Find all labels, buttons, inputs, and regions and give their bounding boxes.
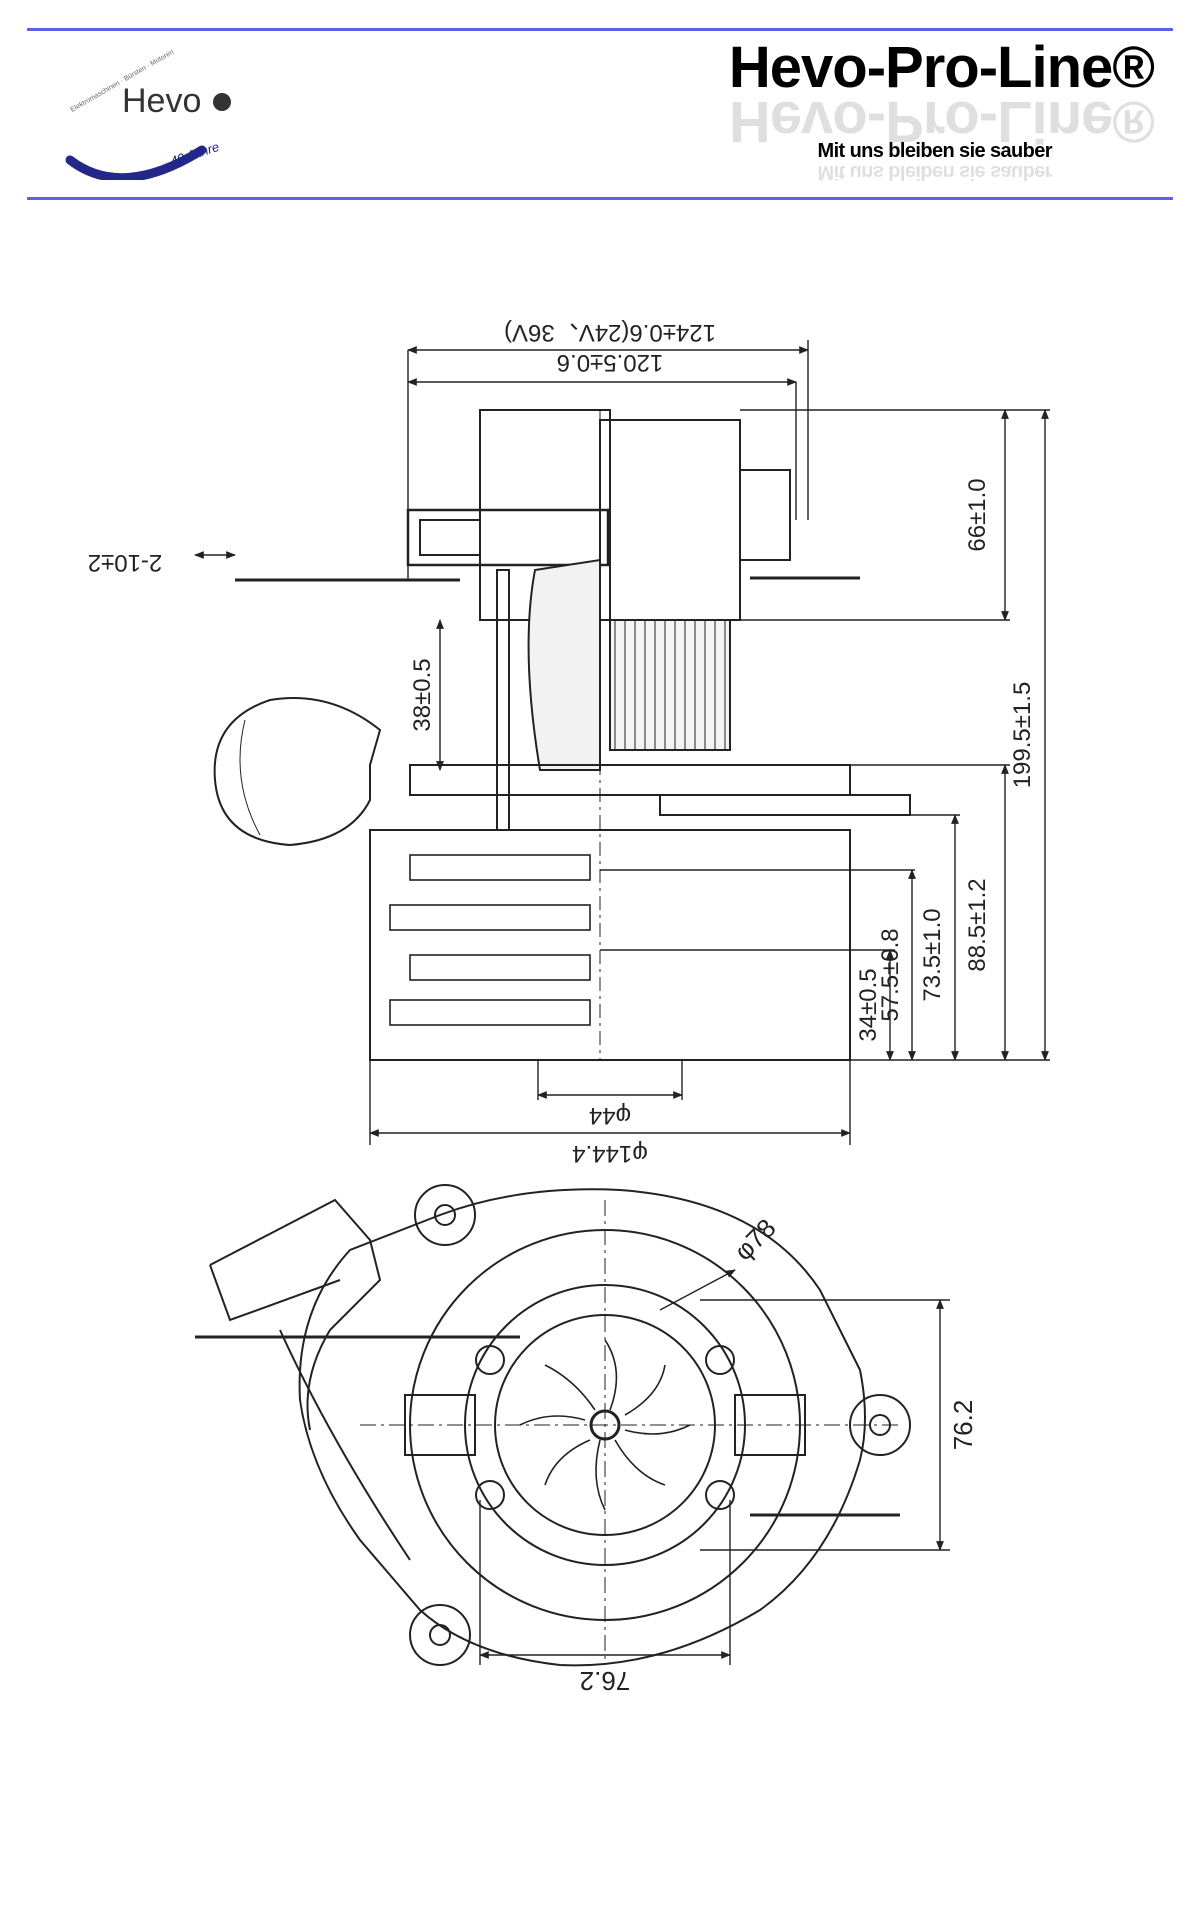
dim-dia-144: φ144.4 <box>572 1140 648 1167</box>
top-view <box>195 1184 950 1667</box>
dim-height-34: 34±0.5 <box>855 968 882 1041</box>
dim-width-76: 76.2 <box>580 1666 631 1696</box>
dim-height-73: 73.5±1.0 <box>919 908 946 1001</box>
hevo-logo: Hevo Elektromaschinen · Bürsten · Motore… <box>65 50 231 180</box>
brand-title: Hevo-Pro-Line® <box>728 35 1155 100</box>
dim-dia-44: φ44 <box>589 1102 631 1129</box>
dim-width-24v-36v: 124±0.6(24V、36V) <box>504 319 716 346</box>
dim-height-88: 88.5±1.2 <box>964 878 991 971</box>
dim-height-38: 38±0.5 <box>409 658 436 731</box>
header-bottom-rule <box>27 197 1173 200</box>
dim-dia-78: φ78 <box>728 1213 782 1267</box>
side-view-labels: 124±0.6(24V、36V) 120.5±0.6 2-10±2 38±0.5… <box>88 319 1036 1167</box>
dim-width-main: 120.5±0.6 <box>557 349 664 376</box>
dim-height-57: 57.5±0.8 <box>877 928 904 1021</box>
dim-height-66: 66±1.0 <box>964 478 991 551</box>
dim-height-76: 76.2 <box>948 1400 978 1451</box>
logo-name: Hevo <box>122 82 201 120</box>
dim-lead-length: 2-10±2 <box>88 549 163 576</box>
side-view <box>194 340 1050 1145</box>
header-top-rule <box>27 28 1173 31</box>
brand-tagline: Mit uns bleiben sie sauber <box>817 140 1053 162</box>
dim-height-total: 199.5±1.5 <box>1009 682 1036 789</box>
